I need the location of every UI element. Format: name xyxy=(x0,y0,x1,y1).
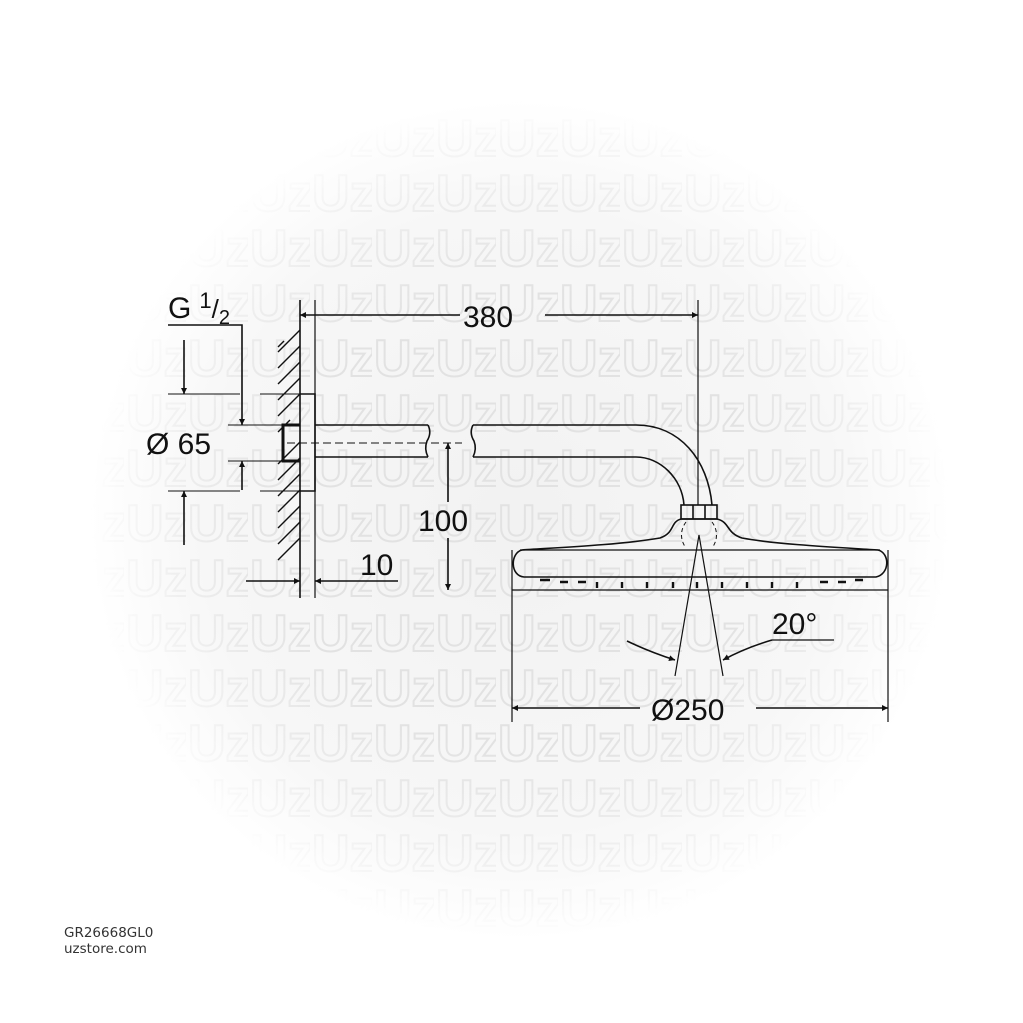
spray-angle-label: 20° xyxy=(772,608,817,641)
shower-arm xyxy=(287,424,713,506)
thread-leader xyxy=(168,324,245,425)
shower-head xyxy=(512,504,888,591)
arm-length-label: 380 xyxy=(463,301,513,334)
head-diameter-label: Ø250 xyxy=(651,694,724,727)
flange-depth-label: 10 xyxy=(360,549,393,582)
wall-flange xyxy=(281,300,316,598)
product-code: GR26668GL0 xyxy=(64,925,154,941)
drop-height-label: 100 xyxy=(418,505,468,538)
website-link[interactable]: uzstore.com xyxy=(64,941,147,957)
flange-diameter-label: Ø 65 xyxy=(146,428,211,461)
wall-hatch xyxy=(277,300,301,598)
